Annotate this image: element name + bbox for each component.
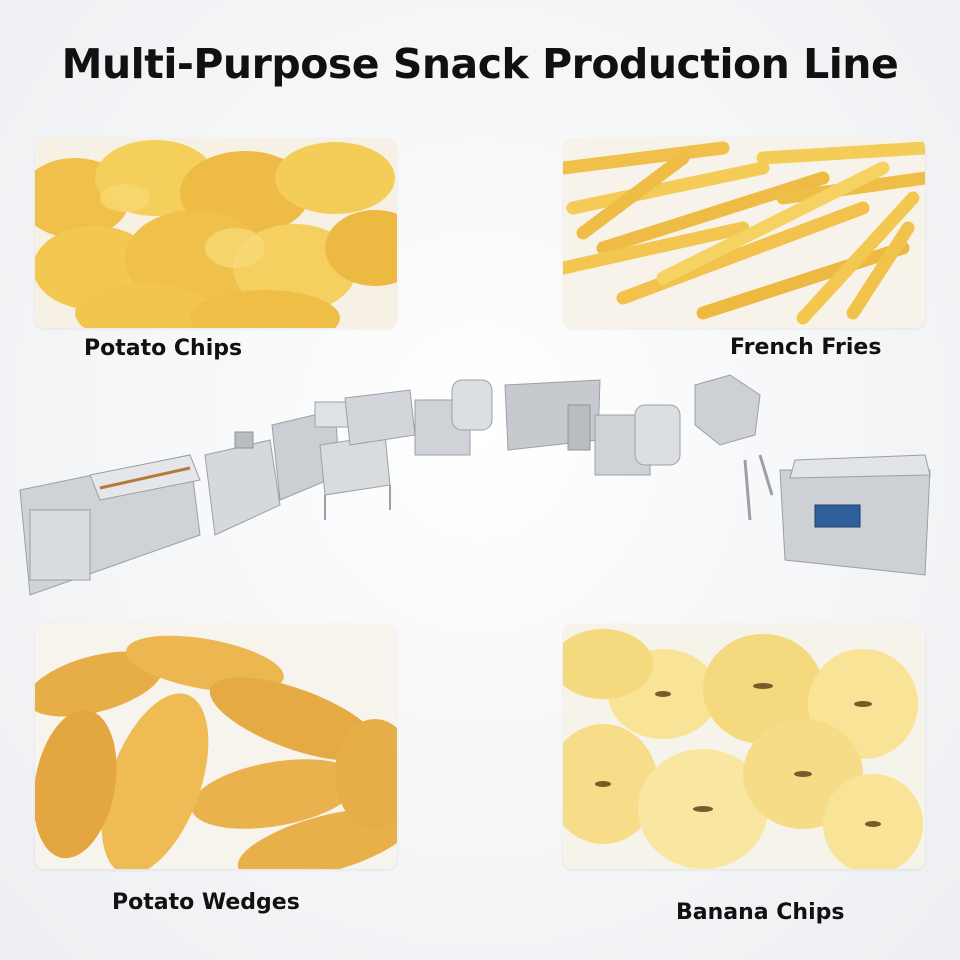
potato-chips-caption: Potato Chips bbox=[84, 336, 243, 361]
fryer-2 bbox=[344, 389, 416, 446]
fryer-1 bbox=[319, 434, 391, 520]
banana-chips-caption: Banana Chips bbox=[676, 900, 845, 925]
french-fries-photo bbox=[563, 138, 925, 328]
seasoning-machine bbox=[694, 374, 774, 521]
french-fries-caption: French Fries bbox=[730, 335, 882, 360]
potato-wedges-photo bbox=[35, 624, 397, 869]
page-title: Multi-Purpose Snack Production Line bbox=[61, 40, 899, 88]
production-line-illustration bbox=[19, 374, 931, 596]
dewatering-machine bbox=[414, 379, 493, 456]
deoiling-machine bbox=[594, 404, 681, 476]
packing-machine bbox=[779, 454, 931, 576]
banana-chips-photo bbox=[563, 624, 925, 869]
cutting-machine bbox=[204, 431, 281, 536]
continuous-fryer bbox=[504, 379, 601, 451]
potato-chips-photo bbox=[35, 138, 397, 328]
potato-wedges-caption: Potato Wedges bbox=[112, 890, 300, 915]
washing-peeling-machine bbox=[19, 454, 201, 596]
